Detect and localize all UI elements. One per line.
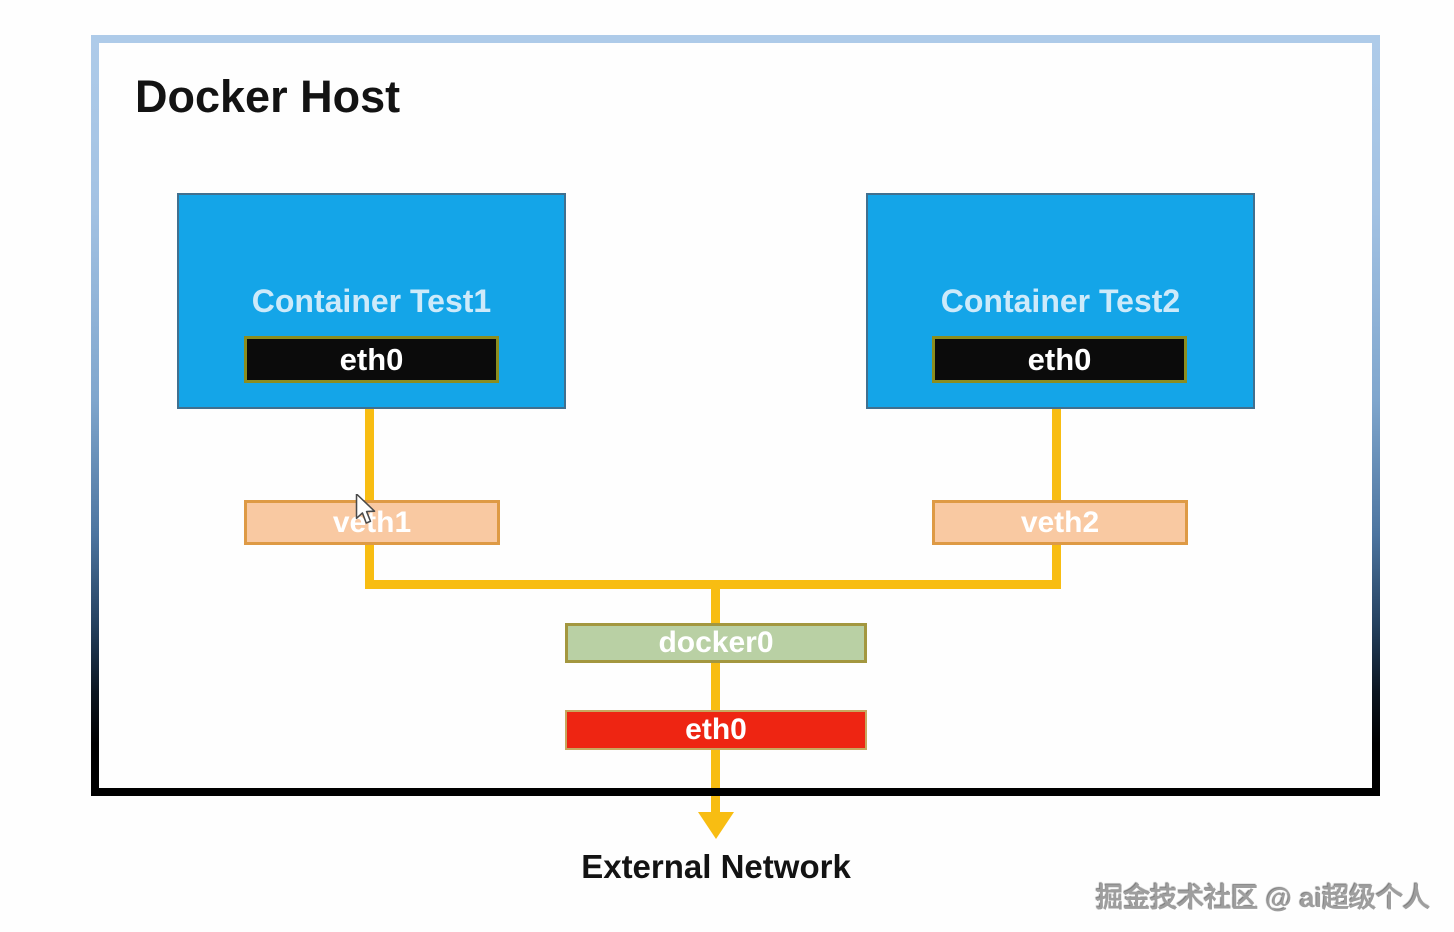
connector-line-veth1 [365,378,374,589]
mouse-cursor-icon [355,494,376,524]
external-network-label: External Network [581,848,851,885]
container-test1-label: Container Test1 [251,283,492,319]
down-arrow-icon [698,812,734,839]
docker0-label: docker0 [658,626,774,659]
watermark-text: 掘金技术社区 @ ai超级个人 [1096,883,1430,913]
container-test2-label: Container Test2 [940,283,1181,319]
veth2-box: veth2 [932,500,1188,545]
docker-host-title: Docker Host [135,71,401,122]
host-eth0-label: eth0 [685,713,747,746]
container1-eth0-box: eth0 [244,336,499,383]
container1-eth0-label: eth0 [339,341,404,377]
connector-line-external [711,580,720,816]
docker-host-box: Docker Host [91,35,1380,796]
veth2-label: veth2 [1020,505,1100,539]
docker0-bridge-box: docker0 [565,623,867,663]
container2-eth0-box: eth0 [932,336,1187,383]
connector-line-veth2 [1052,378,1061,589]
host-eth0-box: eth0 [565,710,867,750]
container2-eth0-label: eth0 [1027,341,1092,377]
